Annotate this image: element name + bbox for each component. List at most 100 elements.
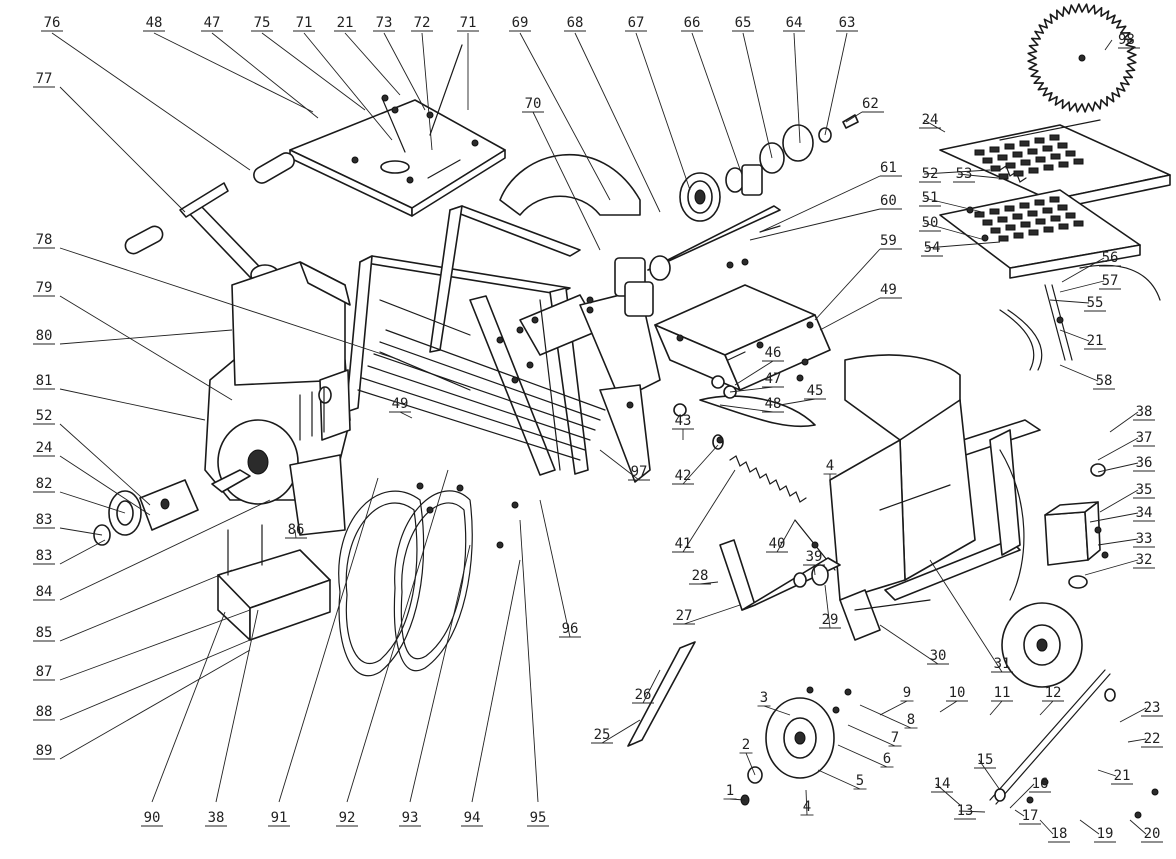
callout-label: 84 xyxy=(36,584,53,600)
leader-line xyxy=(1009,783,1035,809)
engine-base-plate-part xyxy=(217,524,331,641)
plate-slot xyxy=(1034,137,1045,144)
plate-slot xyxy=(997,154,1008,161)
callout-label: 70 xyxy=(525,96,542,112)
callout-label: 34 xyxy=(1136,505,1153,521)
leader-line xyxy=(1039,819,1054,835)
plate-slot xyxy=(1012,213,1023,220)
plate-slot xyxy=(1043,226,1054,233)
plate-slot xyxy=(1035,218,1046,225)
plate-slot xyxy=(1028,229,1039,236)
callout-label: 98 xyxy=(1118,32,1135,48)
callout-label: 38 xyxy=(1136,404,1153,420)
callout-label: 1 xyxy=(726,783,734,799)
screw-fastener xyxy=(806,321,814,329)
tool-box-part xyxy=(1044,463,1106,589)
leader-line xyxy=(879,700,908,716)
leader-line xyxy=(519,519,539,803)
leader-line xyxy=(574,32,661,213)
leader-line xyxy=(59,527,103,536)
leader-line xyxy=(978,759,1001,791)
leader-line xyxy=(1097,462,1139,473)
callout-label: 69 xyxy=(512,15,529,31)
callout-label: 19 xyxy=(1097,826,1114,842)
callout-label: 96 xyxy=(562,621,579,637)
callout-label: 91 xyxy=(271,810,288,826)
callout-label: 18 xyxy=(1051,826,1068,842)
leader-line xyxy=(59,539,106,565)
plate-slot xyxy=(1073,158,1084,165)
callout-label: 75 xyxy=(254,15,271,31)
leader-line xyxy=(215,609,259,803)
plate-slot xyxy=(989,146,1000,153)
screw-fastener xyxy=(496,336,504,344)
leader-line xyxy=(805,789,808,816)
callout-label: 93 xyxy=(402,810,419,826)
callout-label: 4 xyxy=(803,799,811,815)
leader-line xyxy=(923,197,983,213)
screw-fastener xyxy=(526,361,534,369)
callout-label: 43 xyxy=(675,413,692,429)
leader-line xyxy=(471,559,521,803)
callout-label: 67 xyxy=(628,15,645,31)
leader-line xyxy=(683,604,741,625)
plate-slot xyxy=(982,157,993,164)
callout-label: 90 xyxy=(144,810,161,826)
callout-label: 24 xyxy=(922,112,939,128)
callout-label: 47 xyxy=(765,371,782,387)
leader-line xyxy=(519,32,611,201)
callout-label: 21 xyxy=(1114,768,1131,784)
plate-slot xyxy=(1049,196,1060,203)
screw-fastener xyxy=(1056,316,1064,324)
leader-line xyxy=(824,584,831,629)
callout-label: 82 xyxy=(36,476,53,492)
screw-fastener xyxy=(456,484,464,492)
callout-label: 48 xyxy=(146,15,163,31)
leader-line xyxy=(1119,707,1147,723)
callout-label: 12 xyxy=(1045,685,1062,701)
leader-line xyxy=(742,32,773,159)
leader-line xyxy=(59,86,186,213)
callout-label: 80 xyxy=(36,328,53,344)
leader-line xyxy=(532,111,601,251)
screw-fastener xyxy=(806,686,814,694)
leader-line xyxy=(1039,700,1054,716)
screw-fastener xyxy=(844,688,852,696)
stand-leg-part xyxy=(627,641,696,747)
callout-label: 10 xyxy=(949,685,966,701)
callout-label: 21 xyxy=(1087,333,1104,349)
leader-line xyxy=(59,388,206,421)
leader-line xyxy=(814,248,881,321)
callout-label: 28 xyxy=(692,568,709,584)
callout-label: 8 xyxy=(907,712,915,728)
leader-line xyxy=(294,529,297,539)
leader-line xyxy=(59,295,233,401)
callout-label: 4 xyxy=(826,458,834,474)
callout-label: 71 xyxy=(460,15,477,31)
callout-label: 94 xyxy=(464,810,481,826)
plate-slot xyxy=(1065,212,1076,219)
callout-label: 57 xyxy=(1102,273,1119,289)
leader-line xyxy=(539,499,571,638)
plate-slot xyxy=(1043,164,1054,171)
plate-slot xyxy=(990,165,1001,172)
callout-label: 16 xyxy=(1032,776,1049,792)
leader-line xyxy=(923,169,991,175)
screw-fastener xyxy=(1026,796,1034,804)
leader-line xyxy=(399,411,413,419)
callout-label: 39 xyxy=(806,549,823,565)
leader-line xyxy=(59,609,251,681)
plate-slot xyxy=(1004,205,1015,212)
leader-line xyxy=(59,329,233,345)
leader-line xyxy=(813,564,816,576)
screw-fastener xyxy=(726,261,734,269)
leader-line xyxy=(929,559,1003,673)
callout-label: 86 xyxy=(288,522,305,538)
callout-label: 97 xyxy=(631,464,648,480)
plate-slot xyxy=(1020,159,1031,166)
callout-label: 49 xyxy=(392,396,409,412)
leader-line xyxy=(859,704,912,729)
